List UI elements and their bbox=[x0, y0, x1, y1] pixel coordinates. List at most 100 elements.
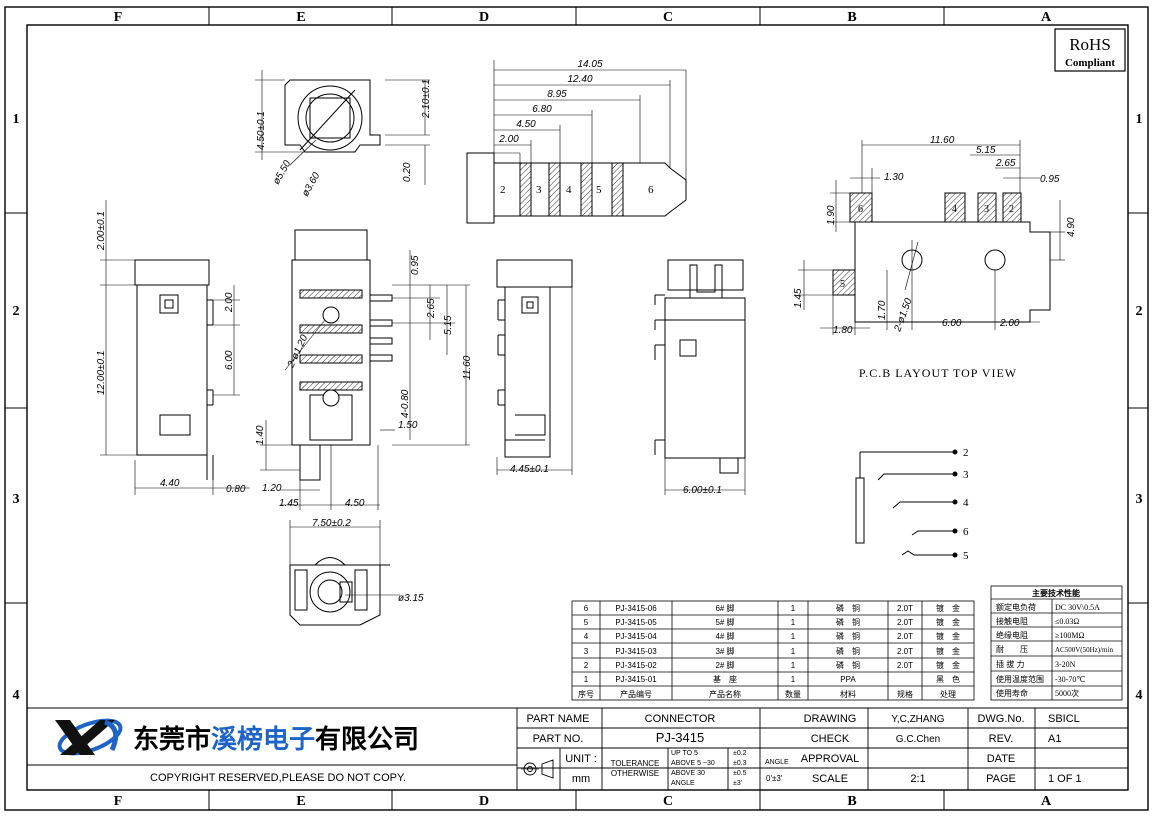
dim-label: 4.50 bbox=[516, 119, 536, 130]
rohs-title: RoHS bbox=[1069, 35, 1111, 54]
bom-header-cell: 规格 bbox=[897, 689, 913, 699]
dim-label: 12.40 bbox=[567, 74, 592, 85]
projection-symbol bbox=[521, 759, 554, 779]
dim-label: 2.00 bbox=[498, 134, 519, 145]
spec-key: 使用温度范围 bbox=[996, 674, 1044, 684]
bom-cell: 基 座 bbox=[713, 674, 737, 684]
top-view-dims: 4.50±0.1 2.10±0.1 0.20 ø5.50 ø3.60 bbox=[256, 79, 432, 198]
bom-header-cell: 数量 bbox=[785, 689, 801, 699]
bom-cell: 1 bbox=[584, 675, 589, 684]
bom-cell: 2.0T bbox=[897, 632, 913, 641]
bom-row: 4 PJ-3415-04 4# 脚 1 磷 铜 2.0T 镀 金 bbox=[584, 631, 960, 641]
border-frame bbox=[4, 6, 1149, 811]
dim-label: 1.45 bbox=[279, 498, 299, 509]
dim-label: 0.95 bbox=[410, 255, 421, 275]
bom-table bbox=[571, 600, 975, 701]
scale-value: 2:1 bbox=[910, 773, 925, 785]
tolerance-range: ABOVE 5 ~30 bbox=[671, 760, 715, 767]
bom-row: 6 PJ-3415-06 6# 脚 1 磷 铜 2.0T 镀 金 bbox=[584, 603, 960, 613]
part-name-label: PART NAME bbox=[527, 713, 590, 725]
pin-label: 2 bbox=[963, 447, 969, 459]
dim-label: 2.65 bbox=[995, 158, 1016, 169]
tolerance-value: ±0.3 bbox=[733, 760, 747, 767]
check-value: G.C.Chen bbox=[896, 734, 940, 745]
bottom-view-dims: 7.50±0.2 ø3.15 bbox=[312, 518, 424, 604]
page-value: 1 OF 1 bbox=[1048, 773, 1082, 785]
tolerance-value: ±0.5 bbox=[733, 770, 747, 777]
bom-cell: 磷 铜 bbox=[836, 603, 860, 613]
dim-label: 2.00 bbox=[999, 318, 1020, 329]
copyright-notice: COPYRIGHT RESERVED,PLEASE DO NOT COPY. bbox=[150, 772, 406, 784]
spec-key: 接触电阻 bbox=[996, 616, 1028, 626]
side-view-dims: 4.45±0.1 bbox=[510, 464, 549, 475]
dim-label: 1.80 bbox=[833, 325, 853, 336]
spec-key: 额定电负荷 bbox=[996, 602, 1036, 612]
bom-cell: 1 bbox=[791, 661, 796, 670]
dim-label: ø5.50 bbox=[271, 158, 294, 186]
bom-cell: 磷 铜 bbox=[836, 617, 860, 627]
pin-label: 4 bbox=[963, 497, 969, 509]
dim-label: 6.80 bbox=[532, 104, 552, 115]
bottom-view bbox=[289, 520, 400, 626]
plug-dims: 14.05 12.40 8.95 6.80 4.50 2.00 bbox=[498, 59, 603, 145]
contact-label: 5 bbox=[596, 184, 602, 196]
part-no-value: PJ-3415 bbox=[656, 730, 704, 745]
dim-label: 8.95 bbox=[547, 89, 567, 100]
dim-label: 1.70 bbox=[877, 300, 888, 320]
angle-value: 0'±3' bbox=[766, 774, 783, 783]
bom-cell: 镀 金 bbox=[936, 617, 960, 627]
dim-label: 1.45 bbox=[793, 288, 804, 308]
drawing-label: DRAWING bbox=[804, 713, 857, 725]
row-label: 2 bbox=[1136, 304, 1143, 319]
top-view bbox=[255, 70, 430, 185]
company-name: 东莞市溪榜电子有限公司 bbox=[133, 724, 419, 754]
dim-label: 2-ø1.50 bbox=[892, 296, 915, 333]
column-label: D bbox=[479, 794, 489, 809]
rev-label: REV. bbox=[989, 733, 1014, 745]
bom-header-cell: 序号 bbox=[578, 689, 594, 699]
row-label: 4 bbox=[1136, 688, 1143, 703]
bom-cell: 5# 脚 bbox=[715, 617, 734, 627]
dim-label: 1.50 bbox=[398, 420, 418, 431]
column-label: C bbox=[663, 10, 673, 25]
spec-value: 5000次 bbox=[1055, 688, 1079, 698]
spec-key: 耐 压 bbox=[996, 644, 1028, 654]
bom-row: 2 PJ-3415-02 2# 脚 1 磷 铜 2.0T 镀 金 bbox=[584, 660, 960, 670]
right-view-dims: 6.00±0.1 bbox=[683, 485, 722, 496]
column-label: F bbox=[114, 794, 123, 809]
right-view bbox=[654, 259, 746, 495]
page-label: PAGE bbox=[986, 773, 1016, 785]
spec-table-text: 主要技术性能 额定电负荷 DC 30V\0.5A 接触电阻 ≤0.03Ω 绝缘电… bbox=[996, 588, 1113, 698]
spec-key: 绝缘电阻 bbox=[996, 630, 1028, 640]
pin-label: 5 bbox=[963, 550, 969, 562]
bom-cell: PJ-3415-04 bbox=[615, 632, 657, 641]
bom-cell: 2.0T bbox=[897, 661, 913, 670]
tolerance-value: ±3' bbox=[733, 780, 742, 787]
bom-header-cell: 产品名称 bbox=[709, 689, 741, 699]
bom-table-text: 6 PJ-3415-06 6# 脚 1 磷 铜 2.0T 镀 金 5 PJ-34… bbox=[578, 603, 960, 699]
dim-label: 5.15 bbox=[443, 315, 454, 335]
front-view bbox=[260, 229, 470, 510]
part-name-value: CONNECTOR bbox=[645, 713, 716, 725]
column-label: A bbox=[1041, 10, 1052, 25]
dim-label: 12.00±0.1 bbox=[96, 351, 107, 395]
pcb-caption: P.C.B LAYOUT TOP VIEW bbox=[859, 366, 1017, 380]
bom-header-cell: 材料 bbox=[840, 689, 856, 699]
dim-label: 1.20 bbox=[262, 483, 282, 494]
title-block-text: PART NAME CONNECTOR PART NO. PJ-3415 UNI… bbox=[521, 713, 1082, 787]
column-label: C bbox=[663, 794, 673, 809]
bom-cell: 4# 脚 bbox=[715, 631, 734, 641]
plug-contact-labels: 2 3 4 5 6 bbox=[500, 184, 654, 196]
tolerance-value: ±0.2 bbox=[733, 750, 747, 757]
bom-row: 1 PJ-3415-01 基 座 1 PPA 黑 色 bbox=[584, 674, 960, 684]
bom-row: 3 PJ-3415-03 3# 脚 1 磷 铜 2.0T 镀 金 bbox=[584, 646, 960, 656]
rohs-badge: RoHS Compliant bbox=[1054, 28, 1126, 72]
column-label: A bbox=[1041, 794, 1052, 809]
tolerance-range: ABOVE 30 bbox=[671, 770, 705, 777]
column-label: B bbox=[847, 794, 856, 809]
company-logo bbox=[55, 718, 123, 756]
rohs-subtitle: Compliant bbox=[1065, 57, 1115, 69]
part-no-label: PART NO. bbox=[533, 733, 584, 745]
dim-label: 11.60 bbox=[462, 355, 473, 380]
